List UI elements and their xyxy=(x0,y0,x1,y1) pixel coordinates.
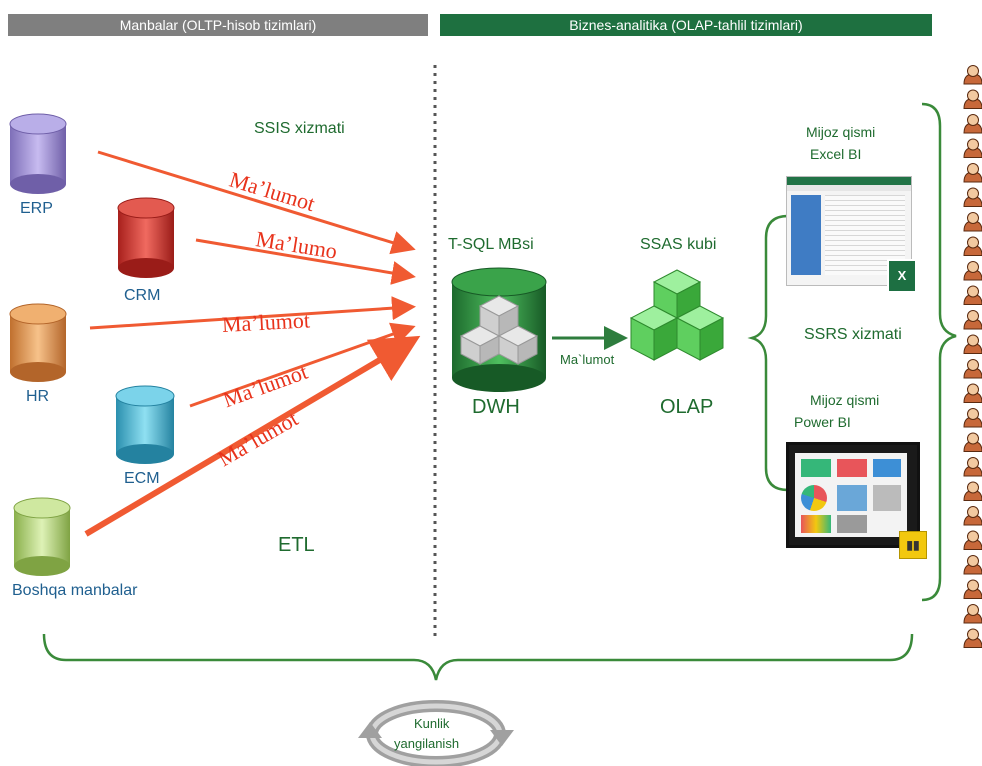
flow-arrow-hr xyxy=(89,296,416,330)
dwh-database-icon xyxy=(451,267,547,392)
user-icon xyxy=(963,163,982,183)
refresh-cycle-icon xyxy=(358,700,514,766)
client-power-subtitle: Power BI xyxy=(794,414,851,430)
user-icon xyxy=(963,359,982,379)
brace-bottom xyxy=(42,633,914,681)
user-icon xyxy=(963,555,982,575)
client-excel-subtitle: Excel BI xyxy=(810,146,862,162)
arrow-label: Ma’lumot xyxy=(221,307,311,337)
source-label-crm: CRM xyxy=(124,287,161,304)
database-icon xyxy=(117,197,175,278)
refresh-label-line2: yangilanish xyxy=(394,736,460,751)
user-icon xyxy=(963,114,982,134)
source-label-hr: HR xyxy=(26,388,50,405)
flow-arrow-erp xyxy=(97,150,416,255)
ssas-label: SSAS kubi xyxy=(640,236,717,253)
user-icon xyxy=(963,138,982,158)
user-icon xyxy=(963,65,982,85)
brace-clients xyxy=(747,214,789,492)
source-label-ecm: ECM xyxy=(124,470,160,487)
source-label-erp: ERP xyxy=(20,200,53,217)
cube-icon xyxy=(629,269,725,361)
user-icon xyxy=(963,310,982,330)
excel-icon: X xyxy=(887,259,917,293)
user-icon xyxy=(963,628,982,648)
flow-arrow-crm xyxy=(195,238,416,285)
client-power-title: Mijoz qismi xyxy=(810,392,880,408)
flow-arrow-other xyxy=(84,335,421,537)
excel-screenshot: X xyxy=(786,176,917,293)
olap-label: OLAP xyxy=(660,396,714,418)
user-icon xyxy=(963,261,982,281)
user-icon xyxy=(963,457,982,477)
database-icon xyxy=(9,113,67,194)
ssis-label: SSIS xizmati xyxy=(254,120,345,137)
ssrs-label: SSRS xizmati xyxy=(804,326,902,343)
brace-users xyxy=(921,102,957,602)
tsql-label: T-SQL MBsi xyxy=(448,236,534,253)
source-label-other: Boshqa manbalar xyxy=(12,582,138,599)
user-icon xyxy=(963,604,982,624)
user-icon xyxy=(963,236,982,256)
user-icon xyxy=(963,212,982,232)
user-icon xyxy=(963,481,982,501)
user-icon xyxy=(963,383,982,403)
refresh-label-line1: Kunlik xyxy=(414,716,450,731)
user-icon xyxy=(963,530,982,550)
user-icon xyxy=(963,579,982,599)
user-icon xyxy=(963,334,982,354)
etl-label: ETL xyxy=(278,534,315,556)
cube-icon xyxy=(459,295,539,365)
database-icon xyxy=(115,385,175,464)
user-icon-column xyxy=(963,65,982,648)
user-icon xyxy=(963,187,982,207)
user-icon xyxy=(963,506,982,526)
flow-label: Ma`lumot xyxy=(560,352,615,367)
user-icon xyxy=(963,285,982,305)
client-excel-title: Mijoz qismi xyxy=(806,124,876,140)
user-icon xyxy=(963,432,982,452)
database-icon xyxy=(13,497,71,576)
user-icon xyxy=(963,89,982,109)
powerbi-icon: ▮▮ xyxy=(899,531,927,559)
dwh-label: DWH xyxy=(472,396,520,418)
user-icon xyxy=(963,408,982,428)
powerbi-screenshot: ▮▮ xyxy=(786,442,927,559)
header-analytics: Biznes-analitika (OLAP-tahlil tizimlari) xyxy=(440,14,932,36)
database-icon xyxy=(9,303,67,382)
header-sources: Manbalar (OLTP-hisob tizimlari) xyxy=(8,14,428,36)
